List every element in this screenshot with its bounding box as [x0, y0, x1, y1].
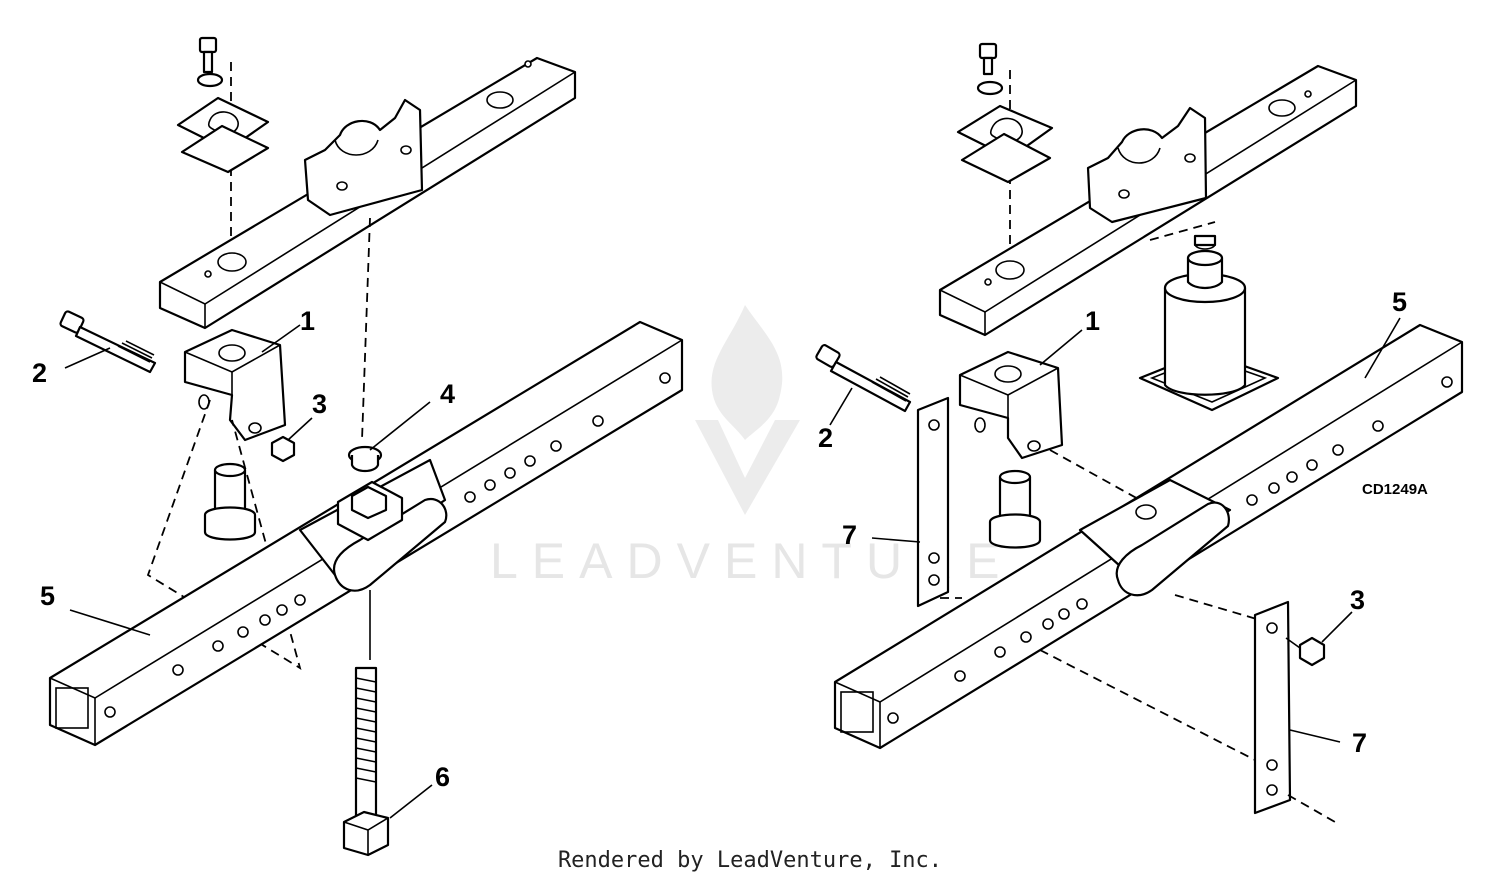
nut-3-right: [1298, 636, 1326, 667]
top-bolt-left: [196, 36, 224, 88]
callout-right-2: 2: [818, 423, 833, 453]
keyhole-plate-left: [176, 96, 270, 174]
left-view: 1 2 3 4 5 6: [32, 36, 684, 857]
sleeve-clamp-left: [298, 458, 448, 592]
callout-left-2: 2: [32, 358, 47, 388]
spacer-stud-right: [988, 469, 1042, 549]
clamp-bracket-left: [303, 98, 424, 217]
angle-bracket-right: [958, 350, 1064, 460]
footer-credit: Rendered by LeadVenture, Inc.: [557, 848, 943, 873]
sleeve-clamp-right: [1078, 478, 1232, 597]
callout-right-7a: 7: [842, 520, 857, 550]
spacer-stud-left: [203, 462, 257, 541]
callout-left-3: 3: [312, 389, 327, 419]
clamp-bracket-right: [1086, 106, 1208, 224]
callout-right-1: 1: [1085, 306, 1100, 336]
long-bolt-right: [815, 344, 912, 413]
callout-left-6: 6: [435, 762, 450, 792]
callout-left-1: 1: [300, 306, 315, 336]
drawing-code: CD1249A: [1362, 481, 1428, 498]
callout-right-3: 3: [1350, 585, 1365, 615]
carriage-bolt-left: [342, 590, 390, 857]
callout-right-7b: 7: [1352, 728, 1367, 758]
spring-cylinder-right: [1138, 234, 1280, 412]
callout-left-5: 5: [40, 581, 55, 611]
angle-bracket-left: [183, 328, 287, 442]
callout-left-4: 4: [440, 379, 455, 409]
callout-right-5: 5: [1392, 287, 1407, 317]
keyhole-plate-right: [956, 104, 1054, 184]
top-bolt-right: [976, 42, 1004, 96]
strap-plate-right-a: [916, 396, 950, 608]
strap-plate-right-b: [1253, 600, 1292, 815]
long-bolt-left: [59, 310, 157, 374]
nut-3-left: [270, 435, 296, 463]
flange-nut-left: [347, 445, 383, 473]
right-view: 1 2 3 5 7 7 CD1249A: [815, 42, 1464, 823]
